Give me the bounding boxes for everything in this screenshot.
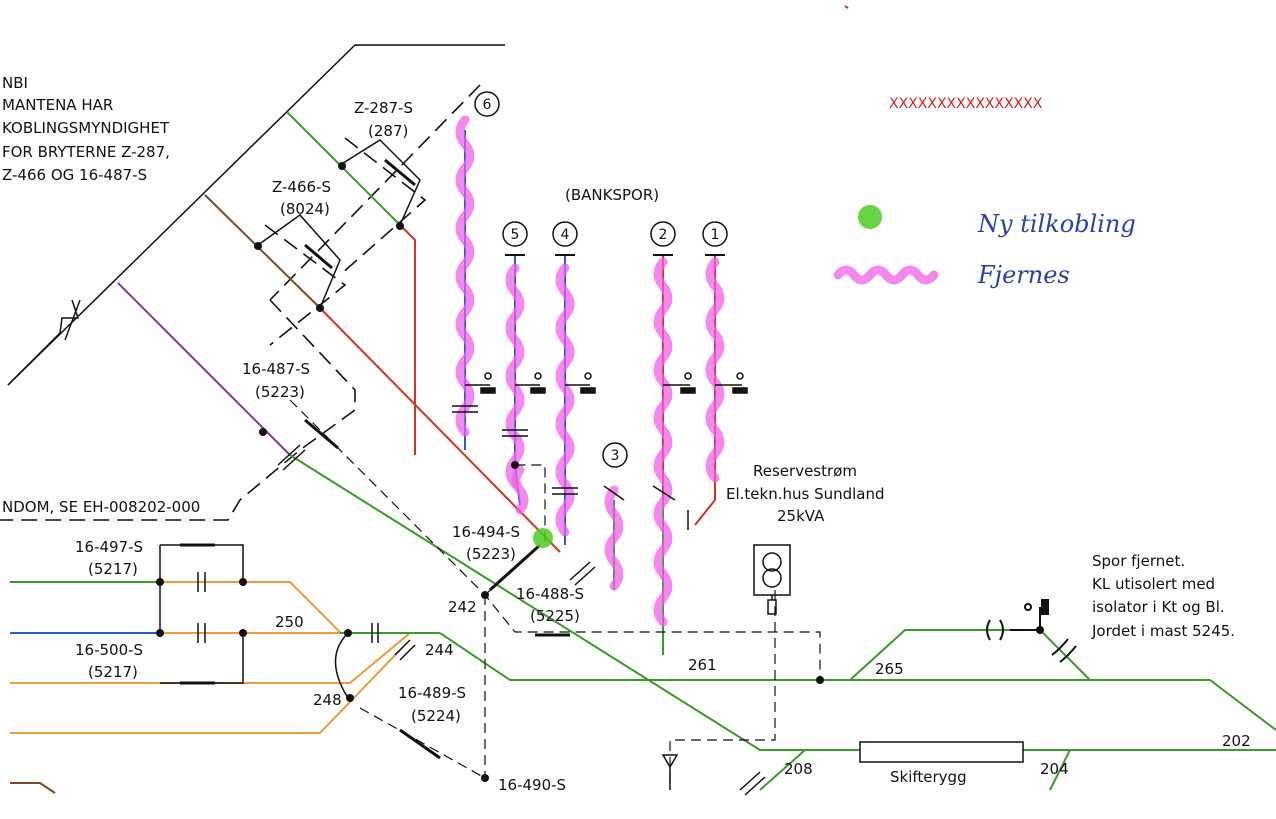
note-line-2: MANTENA HAR [2, 96, 113, 114]
switch-16489-num: (5224) [411, 707, 461, 725]
switch-16490-name: 16-490-S [498, 776, 566, 794]
track-250: 250 [275, 613, 304, 631]
track-number-6: 6 [483, 97, 492, 113]
track-number-1: 1 [711, 227, 720, 243]
switch-16487-name: 16-487-S [242, 360, 310, 378]
legend-remove-label: Fjernes [977, 261, 1070, 289]
note-line-5: Z-466 OG 16-487-S [2, 166, 147, 184]
track-number-3: 3 [611, 448, 620, 464]
dashed-boundaries [0, 84, 481, 521]
earthing-switches [452, 372, 748, 530]
legend-remove-swatch [833, 265, 939, 285]
property-note: NDOM, SE EH-008202-000 [2, 498, 200, 516]
bankspor-label: (BANKSPOR) [565, 186, 659, 204]
switch-16489-name: 16-489-S [398, 684, 466, 702]
isolator-265 [986, 599, 1077, 663]
junction-dots [156, 162, 1044, 782]
reserve-line-1: Reservestrøm [753, 462, 857, 480]
switch-16500-num: (5217) [88, 663, 138, 681]
legend: XXXXXXXXXXXXXXXX Ny tilkobling Fjernes [833, 96, 1136, 289]
red-tick [844, 5, 849, 9]
spor-note-2: KL utisolert med [1092, 575, 1215, 593]
section-insulators [197, 444, 766, 796]
switch-16488-name: 16-488-S [516, 585, 584, 603]
note-line-3: KOBLINGSMYNDIGHET [2, 119, 170, 137]
boundary-lines [7, 44, 505, 386]
skifterygg-building [859, 741, 1024, 763]
switch-16497-num: (5217) [88, 560, 138, 578]
spor-note-4: Jordet i mast 5245. [1091, 622, 1235, 640]
earth-symbol [661, 754, 679, 790]
removal-highlights [455, 115, 725, 627]
switch-16500-name: 16-500-S [75, 641, 143, 659]
track-202: 202 [1222, 732, 1251, 750]
track-244: 244 [425, 641, 454, 659]
switch-16488-num: (5225) [530, 607, 580, 625]
track-number-5: 5 [511, 227, 520, 243]
track-261: 261 [688, 656, 717, 674]
reserve-line-2: El.tekn.hus Sundland [726, 485, 885, 503]
new-connection-dot [533, 528, 553, 548]
track-208: 208 [784, 760, 813, 778]
track-265: 265 [875, 660, 904, 678]
track-248: 248 [313, 691, 342, 709]
switch-z287-name: Z-287-S [354, 99, 413, 117]
track-242: 242 [448, 598, 477, 616]
track-number-4: 4 [561, 227, 570, 243]
switch-16494-num: (5223) [466, 545, 516, 563]
switch-16487-num: (5223) [255, 383, 305, 401]
switch-16497-name: 16-497-S [75, 538, 143, 556]
building-label: Skifterygg [890, 768, 967, 786]
reserve-line-3: 25kVA [777, 507, 825, 525]
legend-new-connection-label: Ny tilkobling [977, 210, 1136, 238]
track-204: 204 [1040, 760, 1069, 778]
switch-16494-name: 16-494-S [452, 523, 520, 541]
legend-new-connection-dot [858, 205, 882, 229]
spor-note-1: Spor fjernet. [1092, 552, 1185, 570]
switch-z287-num: (287) [368, 122, 408, 140]
spor-note-3: isolator i Kt og Bl. [1092, 598, 1225, 616]
track-number-2: 2 [659, 227, 668, 243]
note-line-1: NBI [2, 74, 28, 92]
legend-red-marker: XXXXXXXXXXXXXXXX [889, 96, 1043, 112]
track-number-circles [474, 91, 728, 468]
switch-z466-name: Z-466-S [272, 178, 331, 196]
switch-z466-num: (8024) [280, 200, 330, 218]
transformer-symbol [753, 544, 791, 615]
switch-boxes [159, 139, 421, 699]
authority-note: NBI MANTENA HAR KOBLINGSMYNDIGHET FOR BR… [2, 74, 170, 184]
switch-blades [180, 158, 570, 760]
note-line-4: FOR BRYTERNE Z-287, [2, 143, 170, 161]
